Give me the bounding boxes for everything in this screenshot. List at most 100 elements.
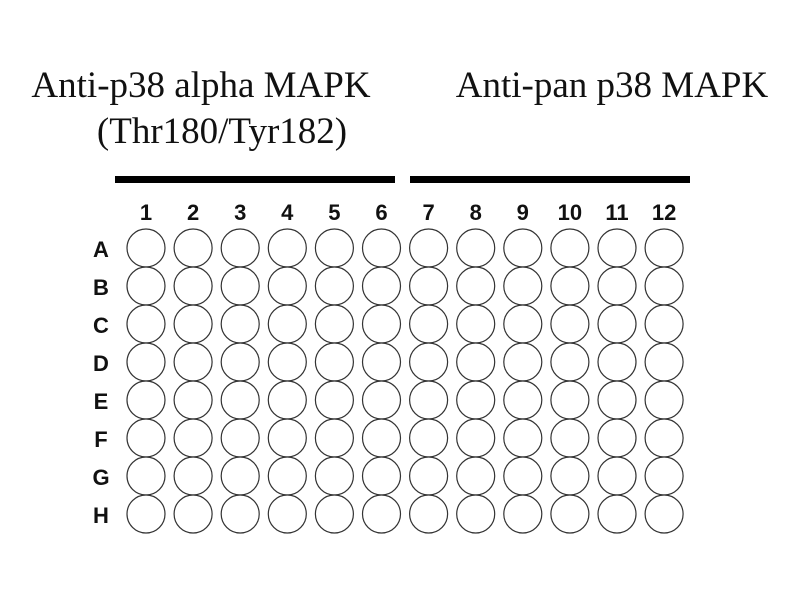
well-E7: [409, 380, 449, 420]
well-F11: [597, 418, 637, 458]
well-B6: [361, 266, 402, 306]
well-G1: [126, 456, 166, 496]
well-B10: [550, 266, 590, 306]
well-A5: [314, 228, 354, 268]
well-G12: [644, 456, 684, 496]
well-H4: [267, 494, 307, 534]
well-B7: [409, 266, 449, 306]
row-label: A: [93, 237, 109, 262]
column-label: 5: [328, 200, 340, 225]
well-E5: [314, 380, 354, 420]
well-F9: [503, 418, 543, 458]
well-E12: [644, 380, 684, 420]
well-F4: [267, 418, 307, 458]
well-D11: [597, 342, 637, 382]
well-C10: [550, 304, 590, 344]
well-B9: [503, 266, 543, 306]
column-label: 10: [558, 200, 582, 225]
well-B4: [267, 266, 307, 306]
well-H2: [173, 494, 213, 534]
well-F2: [173, 418, 213, 458]
well-F8: [456, 418, 496, 458]
well-G10: [550, 456, 590, 496]
well-D5: [314, 342, 354, 382]
well-D3: [220, 342, 260, 382]
well-H1: [126, 494, 166, 534]
well-G11: [597, 456, 637, 496]
well-C2: [173, 304, 213, 344]
well-C7: [409, 304, 449, 344]
column-label: 8: [470, 200, 482, 225]
well-F3: [220, 418, 260, 458]
well-H12: [644, 494, 684, 534]
well-A8: [456, 228, 496, 268]
well-H9: [503, 494, 543, 534]
well-B11: [597, 266, 637, 306]
well-G7: [409, 456, 449, 496]
well-D7: [409, 342, 449, 382]
well-E3: [220, 380, 260, 420]
well-G5: [314, 456, 354, 496]
well-F6: [361, 418, 402, 458]
well-G3: [220, 456, 260, 496]
well-C3: [220, 304, 260, 344]
well-E11: [597, 380, 637, 420]
row-label: D: [93, 351, 109, 376]
well-C5: [314, 304, 354, 344]
well-D1: [126, 342, 166, 382]
row-label: F: [94, 427, 107, 452]
row-label: H: [93, 503, 109, 528]
left-group-bar: [115, 176, 395, 183]
well-C8: [456, 304, 496, 344]
well-C9: [503, 304, 543, 344]
well-H10: [550, 494, 590, 534]
well-A4: [267, 228, 307, 268]
row-label: G: [92, 465, 109, 490]
row-label: B: [93, 275, 109, 300]
well-E6: [361, 380, 402, 420]
well-F7: [409, 418, 449, 458]
well-C12: [644, 304, 684, 344]
well-A3: [220, 228, 260, 268]
column-label: 3: [234, 200, 246, 225]
well-A12: [644, 228, 684, 268]
well-H6: [361, 494, 402, 534]
well-G2: [173, 456, 213, 496]
well-B5: [314, 266, 354, 306]
well-E9: [503, 380, 543, 420]
well-F12: [644, 418, 684, 458]
row-label: C: [93, 313, 109, 338]
well-B8: [456, 266, 496, 306]
well-D4: [267, 342, 307, 382]
well-D10: [550, 342, 590, 382]
well-A11: [597, 228, 637, 268]
well-C11: [597, 304, 637, 344]
well-D2: [173, 342, 213, 382]
well-D8: [456, 342, 496, 382]
column-label: 2: [187, 200, 199, 225]
right-group-bar: [410, 176, 690, 183]
well-H8: [456, 494, 496, 534]
well-E4: [267, 380, 307, 420]
well-D12: [644, 342, 684, 382]
well-G6: [361, 456, 402, 496]
well-A2: [173, 228, 213, 268]
well-F5: [314, 418, 354, 458]
well-G8: [456, 456, 496, 496]
column-label: 4: [281, 200, 294, 225]
well-D6: [361, 342, 402, 382]
well-B2: [173, 266, 213, 306]
well-A7: [409, 228, 449, 268]
well-C4: [267, 304, 307, 344]
well-E1: [126, 380, 166, 420]
well-H3: [220, 494, 260, 534]
left-group-subtitle: (Thr180/Tyr182): [96, 111, 348, 152]
well-H7: [409, 494, 449, 534]
row-label: E: [94, 389, 109, 414]
well-A10: [550, 228, 590, 268]
well-C6: [361, 304, 402, 344]
well-A1: [126, 228, 166, 268]
left-group-title: Anti-p38 alpha MAPK: [31, 65, 371, 106]
well-E2: [173, 380, 213, 420]
column-label: 1: [140, 200, 152, 225]
